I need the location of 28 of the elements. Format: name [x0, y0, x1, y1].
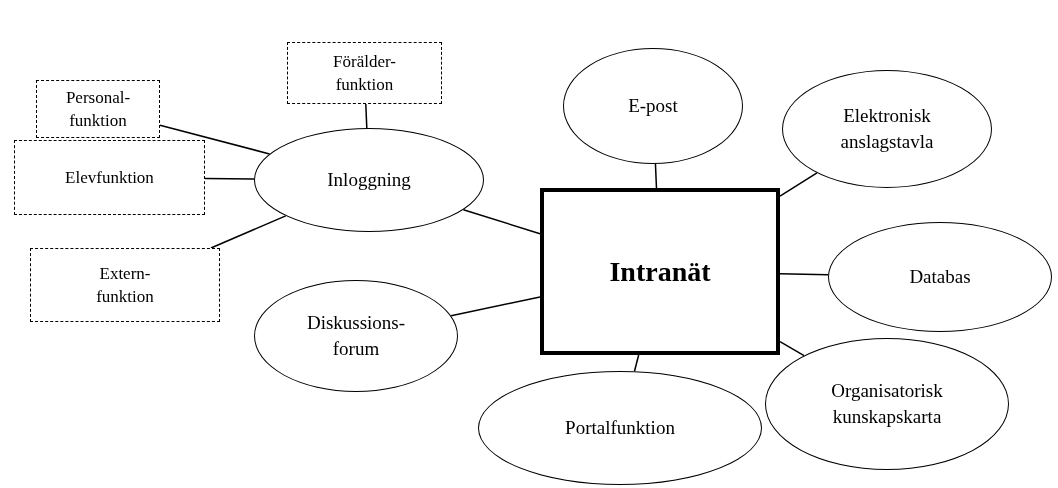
dashed-box — [14, 140, 205, 215]
connector-line — [450, 296, 541, 317]
node-label: Personal-funktion — [64, 87, 132, 132]
connector-line — [779, 273, 829, 276]
node-label: Elevfunktion — [65, 167, 154, 189]
connector-line — [210, 215, 287, 249]
connector-line — [365, 103, 368, 129]
connector-line — [159, 124, 271, 155]
connector-line — [204, 177, 255, 180]
connector-line — [654, 163, 658, 189]
dashed-box — [287, 42, 442, 104]
node-label: Organisatorisk kunskapskarta — [830, 379, 944, 429]
connector-line — [779, 172, 818, 197]
connector-line — [779, 340, 805, 357]
connector-line — [462, 208, 541, 235]
dashed-box — [30, 248, 220, 322]
node-label: Intranät — [609, 258, 711, 285]
node-label: Extern-funktion — [95, 263, 155, 308]
node-label: Portalfunktion — [565, 416, 675, 440]
node-label: Inloggning — [327, 168, 411, 192]
central-box — [540, 188, 780, 355]
dashed-box — [36, 80, 160, 138]
node-label: E-post — [628, 94, 678, 118]
node-label: Diskussions-forum — [305, 311, 407, 361]
node-label: Elektronisk anslagstavla — [839, 104, 935, 154]
connector-line — [633, 354, 640, 373]
node-label: Databas — [909, 265, 971, 289]
node-label: Förälder-funktion — [332, 51, 397, 96]
